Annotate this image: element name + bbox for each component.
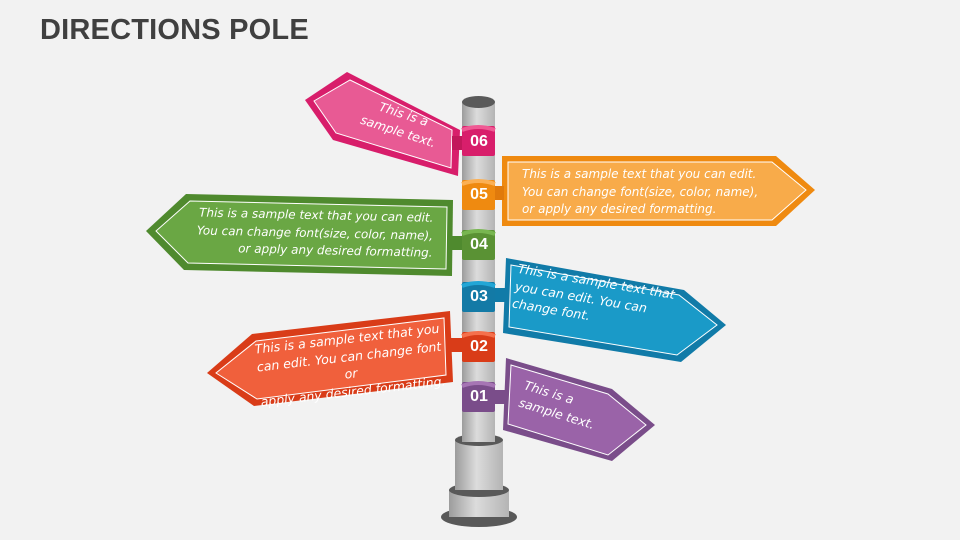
sign-03 bbox=[461, 258, 726, 362]
sign-05 bbox=[461, 156, 815, 226]
sign-number-01: 01 bbox=[470, 388, 488, 405]
sign-06 bbox=[305, 72, 496, 176]
sign-02 bbox=[207, 311, 496, 406]
sign-01 bbox=[461, 358, 655, 461]
sign-number-06: 06 bbox=[470, 133, 488, 150]
sign-number-02: 02 bbox=[470, 338, 488, 355]
pole-base-icon bbox=[441, 434, 517, 527]
page-title: DIRECTIONS POLE bbox=[40, 14, 309, 46]
sign-text-04: This is a sample text that you can edit.… bbox=[196, 205, 434, 260]
sign-number-05: 05 bbox=[470, 186, 488, 203]
sign-number-04: 04 bbox=[470, 236, 488, 253]
sign-number-03: 03 bbox=[470, 288, 488, 305]
sign-text-05: This is a sample text that you can edit.… bbox=[522, 167, 759, 216]
sign-04 bbox=[146, 194, 496, 276]
